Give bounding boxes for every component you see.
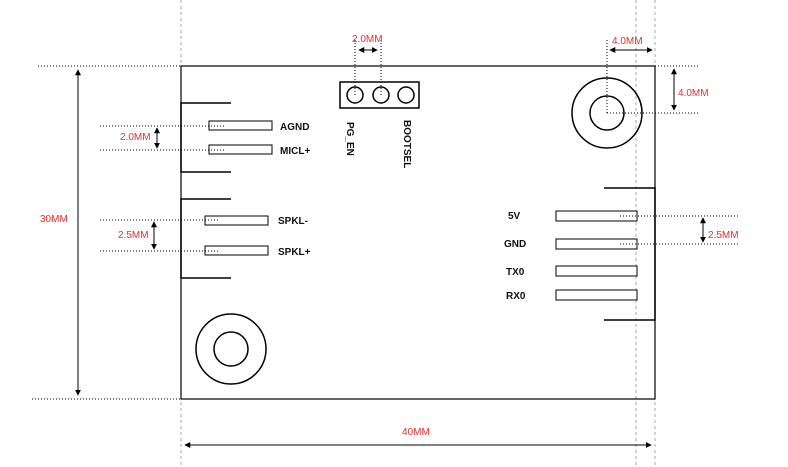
- right-pitch: 2.5MM: [708, 230, 739, 241]
- pad-agnd: [208, 120, 273, 131]
- mounting-hole-top-right: [571, 77, 643, 149]
- label-rx0: RX0: [506, 291, 526, 302]
- label-micl: MICL+: [280, 146, 310, 157]
- left-pitch-bottom: 2.5MM: [118, 230, 149, 241]
- label-5v: 5V: [508, 211, 521, 222]
- pad-rx0: [555, 289, 638, 301]
- left-pads: [204, 120, 273, 256]
- pad-gnd: [555, 238, 638, 250]
- hole-offset-x: 4.0MM: [612, 36, 643, 47]
- pad-5v: [555, 210, 638, 222]
- left-pitch-top: 2.0MM: [120, 132, 151, 143]
- label-spkl-minus: SPKL-: [278, 216, 308, 227]
- hole-offset-y: 4.0MM: [678, 88, 709, 99]
- hole-guides: [606, 40, 700, 114]
- height-dimension: 30MM: [40, 214, 68, 225]
- pad-tx0: [555, 265, 638, 277]
- label-bootsel: BOOTSEL: [401, 120, 412, 168]
- right-pads: [555, 210, 638, 301]
- height-guides: [32, 65, 181, 400]
- board-outline: [180, 65, 656, 400]
- pin-pitch-guides: [354, 40, 382, 95]
- right-pad-guides: [620, 215, 740, 245]
- pin-pitch-top: 2.0MM: [352, 34, 383, 45]
- width-dimension: 40MM: [402, 427, 430, 438]
- label-spkl-plus: SPKL+: [278, 247, 311, 258]
- mounting-hole-bottom-left: [195, 313, 267, 385]
- right-connector-bracket: [604, 187, 656, 321]
- label-pg-en: PG_EN: [344, 122, 355, 156]
- pad-micl: [208, 144, 273, 155]
- left-pad-guides: [100, 125, 225, 252]
- label-agnd: AGND: [280, 122, 309, 133]
- extension-lines: [180, 0, 656, 467]
- label-tx0: TX0: [506, 267, 525, 278]
- left-connector-brackets: [180, 102, 231, 279]
- label-gnd: GND: [504, 239, 526, 250]
